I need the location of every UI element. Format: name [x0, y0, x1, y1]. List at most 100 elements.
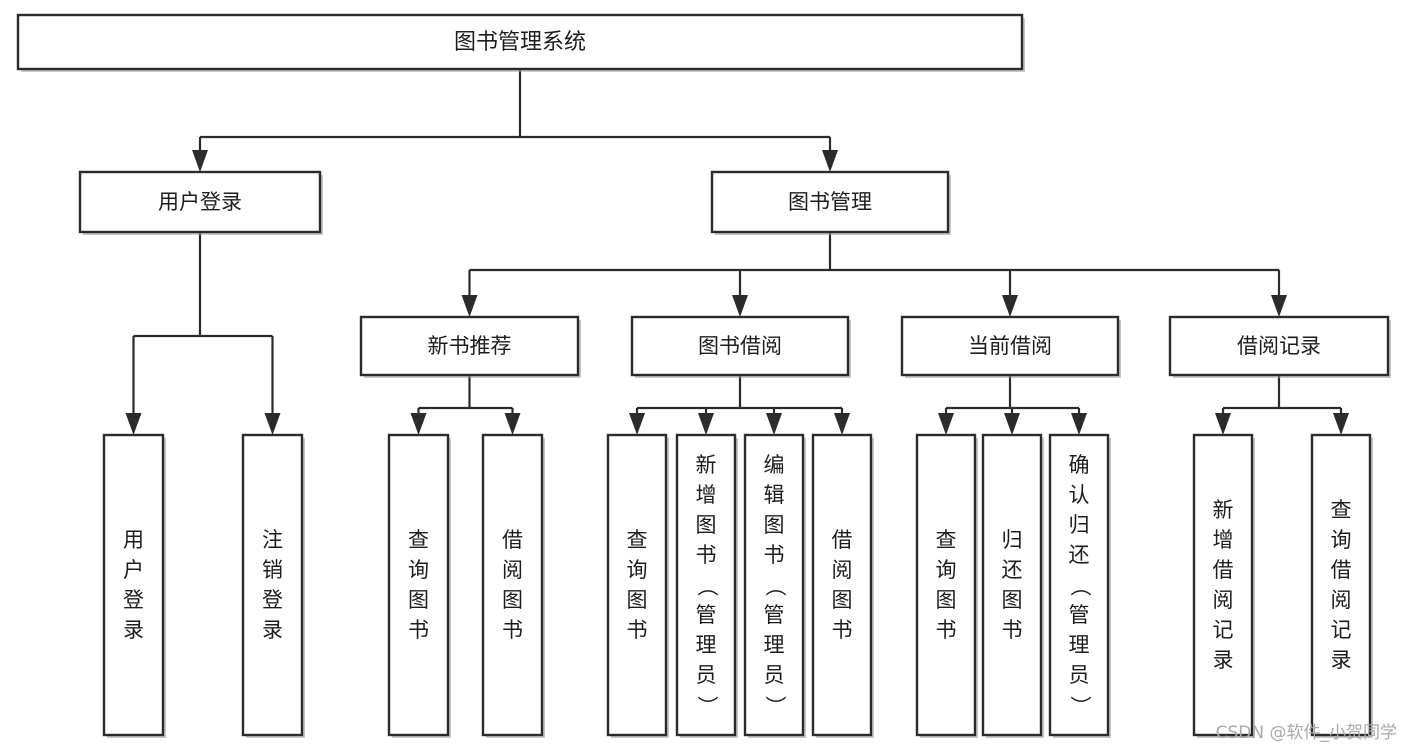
node-leaf-user-logout[interactable]	[241, 433, 304, 737]
node-new-book-recommend[interactable]	[359, 315, 580, 377]
node-borrow-record[interactable]	[1168, 315, 1390, 377]
svg-text:借: 借	[832, 528, 853, 552]
node-book-manage[interactable]	[710, 170, 950, 234]
svg-text:理: 理	[764, 633, 785, 657]
new-book-recommend-leaf-branch-1-arrow	[504, 413, 521, 435]
svg-text:记: 记	[1213, 618, 1234, 642]
node-leaf-query-book-2[interactable]	[606, 433, 668, 737]
node-leaf-query-record[interactable]	[1310, 433, 1372, 737]
connector-layer	[125, 69, 1349, 435]
svg-text:归: 归	[1002, 528, 1023, 552]
svg-text:户: 户	[123, 558, 144, 582]
svg-text:阅: 阅	[832, 558, 853, 582]
node-leaf-edit-book[interactable]	[743, 433, 805, 737]
svg-text:询: 询	[1331, 528, 1352, 552]
svg-text:管: 管	[1069, 603, 1090, 627]
svg-text:查: 查	[408, 528, 429, 552]
svg-text:录: 录	[1331, 648, 1352, 672]
svg-text:管: 管	[764, 603, 785, 627]
svg-text:员: 员	[696, 663, 717, 687]
node-leaf-borrow-book-2[interactable]	[811, 433, 873, 737]
svg-text:询: 询	[627, 558, 648, 582]
node-new-book-recommend-label: 新书推荐	[428, 334, 512, 358]
svg-text:图: 图	[936, 588, 957, 612]
node-leaf-return-book[interactable]	[981, 433, 1043, 737]
svg-text:录: 录	[1213, 648, 1234, 672]
svg-text:查: 查	[627, 528, 648, 552]
level2-branch-3-arrow	[1271, 295, 1287, 317]
level1-branch-0-arrow	[192, 150, 208, 172]
level2-branch-1-arrow	[732, 295, 748, 317]
svg-text:记: 记	[1331, 618, 1352, 642]
svg-text:）: ）	[695, 696, 719, 717]
level2-branch-2-arrow	[1002, 295, 1018, 317]
node-borrow-record-label: 借阅记录	[1237, 334, 1321, 358]
node-leaf-add-record[interactable]	[1192, 433, 1254, 737]
svg-text:书: 书	[696, 543, 717, 567]
node-book-borrow[interactable]	[630, 315, 850, 377]
node-leaf-add-book[interactable]	[675, 433, 737, 737]
node-user-login[interactable]	[78, 170, 322, 234]
svg-text:查: 查	[1331, 498, 1352, 522]
svg-text:（: （	[695, 576, 719, 597]
svg-text:用: 用	[123, 528, 144, 552]
svg-text:阅: 阅	[502, 558, 523, 582]
svg-text:录: 录	[123, 618, 144, 642]
node-leaf-query-book-3[interactable]	[915, 433, 977, 737]
svg-text:图: 图	[832, 588, 853, 612]
node-current-borrow[interactable]	[900, 315, 1120, 377]
book-borrow-leaf-branch-1-arrow	[698, 413, 714, 435]
node-book-manage-label: 图书管理	[788, 190, 872, 214]
user-login-leaf-branch-1-arrow	[264, 413, 281, 435]
svg-text:查: 查	[936, 528, 957, 552]
node-leaf-confirm-return[interactable]	[1048, 433, 1110, 737]
svg-text:销: 销	[262, 558, 283, 582]
svg-text:阅: 阅	[1213, 588, 1234, 612]
level2-branch-0-arrow	[461, 295, 478, 317]
svg-text:录: 录	[262, 618, 283, 642]
svg-text:）: ）	[1068, 696, 1092, 717]
svg-text:书: 书	[408, 618, 429, 642]
svg-text:借: 借	[1213, 558, 1234, 582]
svg-text:新: 新	[696, 453, 717, 477]
book-borrow-leaf-branch-2-arrow	[766, 413, 782, 435]
node-box-layer	[16, 13, 1391, 738]
node-root[interactable]	[16, 13, 1024, 71]
svg-text:还: 还	[1069, 543, 1090, 567]
svg-text:询: 询	[408, 558, 429, 582]
svg-text:理: 理	[696, 633, 717, 657]
new-book-recommend-leaf-branch-0-arrow	[410, 413, 427, 435]
node-label-layer: 图书管理系统用户登录图书管理新书推荐图书借阅当前借阅借阅记录用户登录注销登录查询…	[123, 30, 1352, 717]
current-borrow-leaf-branch-1-arrow	[1004, 413, 1020, 435]
node-current-borrow-label: 当前借阅	[968, 334, 1052, 358]
svg-text:图: 图	[764, 513, 785, 537]
svg-text:（: （	[763, 576, 787, 597]
svg-text:图: 图	[408, 588, 429, 612]
svg-text:书: 书	[502, 618, 523, 642]
node-leaf-borrow-book-1[interactable]	[481, 433, 544, 737]
node-leaf-query-book-1[interactable]	[387, 433, 450, 737]
node-leaf-user-login-label: 用户登录	[123, 528, 144, 642]
svg-text:登: 登	[123, 588, 144, 612]
svg-text:理: 理	[1069, 633, 1090, 657]
svg-text:注: 注	[262, 528, 283, 552]
svg-text:员: 员	[764, 663, 785, 687]
svg-text:阅: 阅	[1331, 588, 1352, 612]
svg-text:图: 图	[1002, 588, 1023, 612]
svg-text:员: 员	[1069, 663, 1090, 687]
svg-text:）: ）	[763, 696, 787, 717]
svg-text:还: 还	[1002, 558, 1023, 582]
node-leaf-user-login[interactable]	[102, 433, 165, 737]
svg-text:书: 书	[1002, 618, 1023, 642]
level1-branch-1-arrow	[822, 150, 838, 172]
